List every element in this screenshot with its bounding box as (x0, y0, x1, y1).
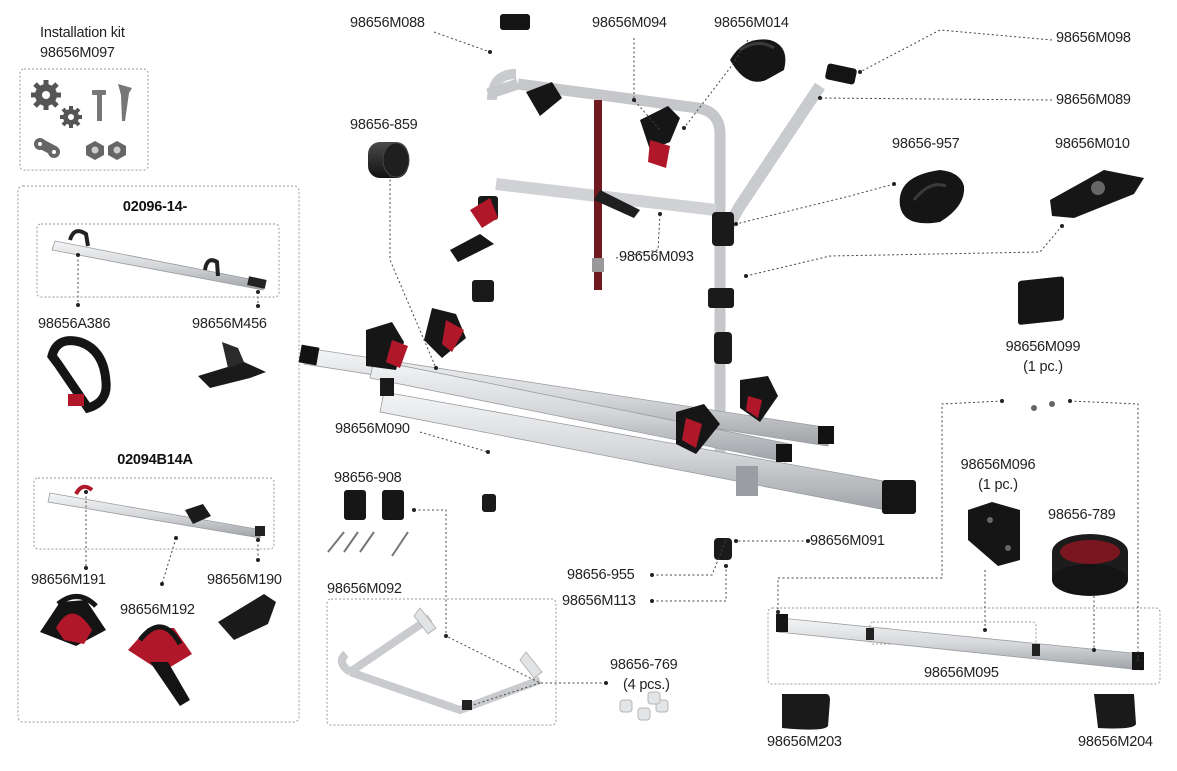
part-label-m099: 98656M099 (1005, 339, 1081, 355)
bracket-m096-icon (968, 502, 1020, 566)
part-label-m096: 98656M096 (960, 457, 1036, 473)
bar-b-box (33, 477, 275, 550)
bar-a-rail (51, 229, 267, 291)
bar-a-title: 02096-14- (122, 199, 188, 215)
main-rack-rails (298, 308, 916, 514)
caps-908-icon (327, 490, 409, 557)
part-label-769: 98656-769 (610, 657, 678, 673)
part-label-m095: 98656M095 (924, 665, 999, 681)
chain-link-icon (34, 138, 60, 158)
group-boxes (17, 68, 1161, 726)
part-label-m091: 98656M091 (810, 533, 885, 549)
part-label-m098: 98656M098 (1056, 30, 1131, 46)
part-label-m456: 98656M456 (192, 316, 267, 332)
cap-m203-icon (782, 694, 830, 730)
installation-kit-code: 98656M097 (40, 45, 115, 61)
screw-icon (92, 84, 132, 121)
part-label-m088: 98656M088 (350, 15, 425, 31)
part-label-m096-qty: (1 pc.) (978, 477, 1018, 493)
part-label-769-qty: (4 pcs.) (623, 677, 670, 693)
part-label-m092: 98656M092 (327, 581, 402, 597)
installation-kit-title: Installation kit (40, 25, 125, 41)
cradle-m190-icon (218, 594, 276, 640)
part-label-m204: 98656M204 (1078, 734, 1153, 750)
part-label-m089: 98656M089 (1056, 92, 1131, 108)
ring-789-icon (1052, 534, 1128, 596)
part-label-m190: 98656M190 (207, 572, 282, 588)
part-label-m203: 98656M203 (767, 734, 842, 750)
part-label-957: 98656-957 (892, 136, 960, 152)
part-label-m014: 98656M014 (714, 15, 789, 31)
part-label-859: 98656-859 (350, 117, 418, 133)
strap-a386-icon (47, 336, 111, 414)
bracket-m010-icon (1050, 170, 1144, 218)
part-label-m010: 98656M010 (1055, 136, 1130, 152)
part-label-m191: 98656M191 (31, 572, 106, 588)
cradle-m456-icon (198, 342, 266, 388)
knob-m014-icon (730, 39, 786, 82)
frame-m092-icon (337, 607, 543, 715)
part-label-m113: 98656M113 (562, 593, 636, 609)
installation-kit-icons (31, 80, 132, 160)
accessory-panel-box (17, 185, 300, 723)
bracket-m099-icon (1018, 276, 1064, 411)
gear-icon (31, 80, 82, 128)
m095-box (767, 607, 1161, 685)
tube-m095-icon (776, 614, 1144, 671)
wheel-holder-m191-icon (40, 594, 106, 646)
cap-m204-icon (1094, 694, 1136, 729)
nut-icon (86, 141, 126, 160)
part-label-789: 98656-789 (1048, 507, 1116, 523)
feet-769-icon (619, 691, 669, 721)
bar-a-box (36, 223, 280, 298)
part-label-a386: 98656A386 (38, 316, 111, 332)
part-label-955: 98656-955 (567, 567, 635, 583)
leader-dots (76, 50, 1140, 708)
end-cap-859-icon (368, 142, 410, 178)
part-label-m192: 98656M192 (120, 602, 195, 618)
bar-b-title: 02094B14A (117, 452, 193, 468)
part-label-m093: 98656M093 (619, 249, 694, 265)
part-label-m099-qty: (1 pc.) (1023, 359, 1063, 375)
m092-box (326, 598, 557, 726)
leader-lines (77, 29, 1139, 707)
installation-kit-box (19, 68, 149, 171)
part-label-m090: 98656M090 (335, 421, 410, 437)
pad-957-icon (899, 170, 965, 224)
main-rack-frame (450, 14, 857, 580)
part-label-m094: 98656M094 (592, 15, 667, 31)
bar-b-rail (47, 484, 265, 539)
wheel-holder-m192-icon (128, 624, 192, 706)
part-label-908: 98656-908 (334, 470, 402, 486)
